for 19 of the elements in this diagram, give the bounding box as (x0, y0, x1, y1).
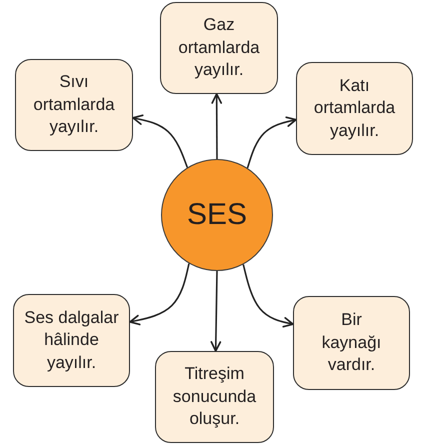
arrow (132, 114, 188, 168)
arrow (246, 116, 297, 168)
box-text: Ses dalgalar hâlinde yayılır. (23, 306, 120, 374)
box-text: Katı ortamlarda yayılır. (312, 74, 396, 142)
arrow (129, 263, 190, 326)
note-box (13, 294, 130, 387)
note-box (15, 59, 133, 151)
note-box (155, 351, 274, 443)
box-text: Titreşim sonucunda oluşur. (172, 363, 258, 430)
arrow (242, 264, 294, 328)
arrow (210, 270, 222, 352)
note-box (160, 2, 278, 94)
topic-label: SES (186, 198, 248, 232)
note-box (296, 62, 413, 155)
note-box (293, 296, 410, 390)
arrow (211, 93, 222, 159)
box-text: Gaz ortamlarda yayılır. (177, 14, 261, 82)
box-text: Bir kaynağı vardır. (320, 309, 382, 376)
box-text: Sıvı ortamlarda yayılır. (32, 71, 116, 138)
